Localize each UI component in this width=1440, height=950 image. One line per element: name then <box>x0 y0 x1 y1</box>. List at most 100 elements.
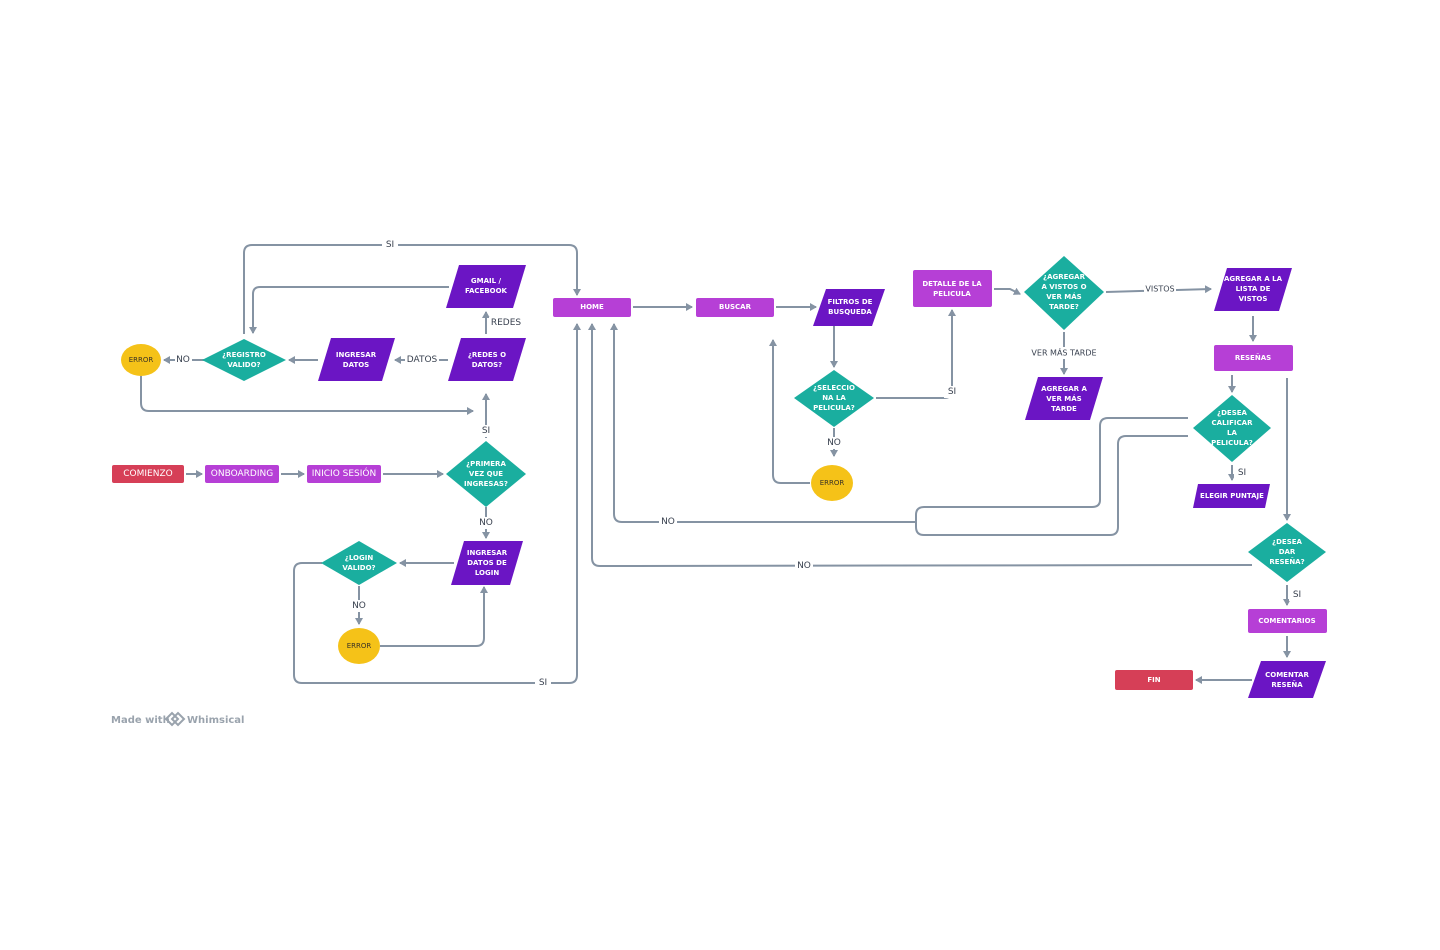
svg-text:NO: NO <box>479 518 493 528</box>
node-agregar-vistos: AGREGAR A LA LISTA DE VISTOS <box>1214 268 1292 311</box>
node-inicio-sesion: INICIO SESIÓN <box>307 465 381 483</box>
node-agregar-decision: ¿AGREGAR A VISTOS O VER MÁS TARDE? <box>1024 256 1104 330</box>
svg-text:TARDE?: TARDE? <box>1049 303 1079 311</box>
svg-text:RESEÑAS: RESEÑAS <box>1235 353 1271 362</box>
label-no-calificar: NO <box>659 516 677 528</box>
svg-text:COMENTAR: COMENTAR <box>1265 671 1309 679</box>
svg-text:DATOS: DATOS <box>407 355 438 365</box>
label-datos: DATOS <box>405 354 439 366</box>
node-registro-valido: ¿REGISTRO VALIDO? <box>202 339 286 381</box>
node-detalle: DETALLE DE LA PELICULA <box>913 270 992 307</box>
svg-text:¿REGISTRO: ¿REGISTRO <box>222 351 266 359</box>
node-dar-resena: ¿DESEA DAR RESEÑA? <box>1248 523 1326 582</box>
svg-text:SI: SI <box>948 387 956 397</box>
svg-text:RESEÑA: RESEÑA <box>1271 680 1303 689</box>
svg-text:RESEÑA?: RESEÑA? <box>1269 557 1304 566</box>
connector-labels: SI REDES DATOS NO SI NO NO SI NO SI VIST… <box>175 239 1305 689</box>
node-login-valido: ¿LOGIN VALIDO? <box>321 541 397 585</box>
svg-text:PELICULA?: PELICULA? <box>1211 439 1253 447</box>
svg-text:REDES: REDES <box>491 318 522 328</box>
label-si-login: SI <box>535 677 551 689</box>
connector-error-login-back <box>380 586 488 647</box>
label-no-resena: NO <box>795 560 813 572</box>
label-ver-mas-tarde: VER MÁS TARDE <box>1031 347 1097 359</box>
svg-text:NO: NO <box>797 561 811 571</box>
svg-text:SI: SI <box>386 240 394 250</box>
node-onboarding: ONBOARDING <box>205 465 279 483</box>
node-selecciona: ¿SELECCIO NA LA PELICULA? <box>794 370 874 427</box>
svg-text:VEZ QUE: VEZ QUE <box>469 470 503 478</box>
svg-text:SI: SI <box>482 426 490 436</box>
whimsical-watermark[interactable]: Made with Whimsical <box>111 711 244 727</box>
svg-text:HOME: HOME <box>580 303 604 311</box>
connector-registro-home <box>243 244 581 334</box>
node-filtros: FILTROS DE BUSQUEDA <box>813 289 885 326</box>
watermark-made-with: Made with <box>111 715 170 726</box>
svg-text:NO: NO <box>352 601 366 611</box>
node-fin: FIN <box>1115 670 1193 690</box>
connector-error-back <box>140 376 474 415</box>
node-buscar: BUSCAR <box>696 298 774 317</box>
node-gmail-facebook: GMAIL / FACEBOOK <box>446 265 526 308</box>
svg-text:ERROR: ERROR <box>347 642 372 650</box>
svg-text:¿LOGIN: ¿LOGIN <box>345 554 374 562</box>
svg-text:FIN: FIN <box>1147 676 1160 684</box>
svg-text:DATOS: DATOS <box>343 361 369 369</box>
svg-text:PELICULA: PELICULA <box>933 290 971 298</box>
connector-login-home <box>293 323 581 684</box>
svg-text:TARDE: TARDE <box>1051 405 1077 413</box>
svg-text:A VISTOS O: A VISTOS O <box>1041 283 1086 291</box>
label-si-calificar: SI <box>1234 467 1250 479</box>
svg-text:PELICULA?: PELICULA? <box>813 404 855 412</box>
svg-text:¿AGREGAR: ¿AGREGAR <box>1043 273 1086 281</box>
svg-text:ERROR: ERROR <box>129 356 154 364</box>
connector-calificar-loop <box>915 435 1188 536</box>
label-no-seleccion: NO <box>825 437 843 449</box>
svg-text:SI: SI <box>1238 468 1246 478</box>
node-resenas: RESEÑAS <box>1214 345 1293 371</box>
svg-text:VALIDO?: VALIDO? <box>342 564 375 572</box>
node-error-busqueda: ERROR <box>811 465 853 501</box>
label-si-resena: SI <box>1289 589 1305 601</box>
watermark-brand: Whimsical <box>187 715 244 726</box>
svg-text:NO: NO <box>661 517 675 527</box>
svg-text:VALIDO?: VALIDO? <box>227 361 260 369</box>
svg-text:VISTOS: VISTOS <box>1239 295 1268 303</box>
svg-text:¿REDES O: ¿REDES O <box>468 351 506 359</box>
svg-text:INGRESAR: INGRESAR <box>467 549 508 557</box>
node-comienzo: COMIENZO <box>112 465 184 483</box>
svg-text:¿DESEA: ¿DESEA <box>1217 409 1247 417</box>
connector-calificar-home <box>610 323 1188 523</box>
label-no-primera: NO <box>477 517 495 529</box>
label-si-seleccion: SI <box>944 386 960 398</box>
svg-text:DATOS?: DATOS? <box>472 361 503 369</box>
node-redes-datos: ¿REDES O DATOS? <box>448 338 526 381</box>
svg-text:VER MÁS: VER MÁS <box>1046 394 1081 403</box>
whimsical-logo-icon <box>164 711 186 727</box>
connector-gmail-registro <box>249 286 449 334</box>
svg-text:NO: NO <box>827 438 841 448</box>
svg-text:BUSCAR: BUSCAR <box>719 303 752 311</box>
svg-text:VISTOS: VISTOS <box>1145 285 1174 294</box>
svg-text:AGREGAR A: AGREGAR A <box>1041 385 1087 393</box>
node-ingresar-login: INGRESAR DATOS DE LOGIN <box>451 541 523 585</box>
svg-text:NO: NO <box>176 355 190 365</box>
svg-text:GMAIL /: GMAIL / <box>471 277 502 285</box>
svg-text:VER MÁS TARDE: VER MÁS TARDE <box>1031 347 1096 358</box>
svg-text:INICIO SESIÓN: INICIO SESIÓN <box>312 467 377 479</box>
node-home: HOME <box>553 298 631 317</box>
svg-text:¿DESEA: ¿DESEA <box>1272 538 1302 546</box>
svg-text:ELEGIR PUNTAJE: ELEGIR PUNTAJE <box>1200 492 1264 500</box>
node-comentar-resena: COMENTAR RESEÑA <box>1248 661 1326 698</box>
node-primera-vez: ¿PRIMERA VEZ QUE INGRESAS? <box>446 441 526 507</box>
connector-dar-home <box>588 323 1253 567</box>
connector-seleccion-detalle <box>876 309 956 399</box>
svg-text:NA LA: NA LA <box>822 394 846 402</box>
svg-text:DAR: DAR <box>1279 548 1296 556</box>
svg-text:ONBOARDING: ONBOARDING <box>211 469 273 479</box>
svg-text:LISTA DE: LISTA DE <box>1236 285 1271 293</box>
node-error-login: ERROR <box>338 628 380 664</box>
label-si-top: SI <box>382 239 398 251</box>
svg-text:¿SELECCIO: ¿SELECCIO <box>813 384 855 392</box>
